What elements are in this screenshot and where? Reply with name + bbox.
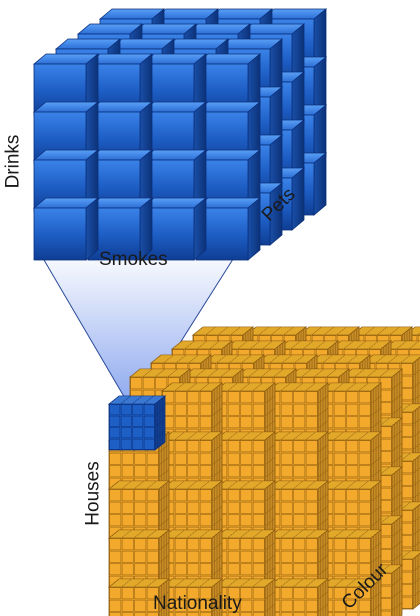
- houses-axis-label: Houses: [82, 461, 104, 526]
- blue-block: [32, 53, 100, 117]
- orange-block: [213, 480, 277, 540]
- orange-block: [266, 382, 330, 442]
- houses-nationality-colour-cube: [107, 326, 420, 616]
- drinks-axis-label: Drinks: [2, 134, 24, 189]
- drinks-smokes-pets-cube: [32, 8, 328, 261]
- smokes-axis-label: Smokes: [99, 249, 168, 270]
- orange-block: [107, 480, 171, 540]
- orange-block: [319, 578, 383, 616]
- blue-block: [32, 197, 100, 261]
- orange-block: [107, 578, 171, 616]
- orange-block: [266, 578, 330, 616]
- nationality-axis-label: Nationality: [153, 593, 242, 614]
- highlighted-blue-cell: [107, 395, 167, 451]
